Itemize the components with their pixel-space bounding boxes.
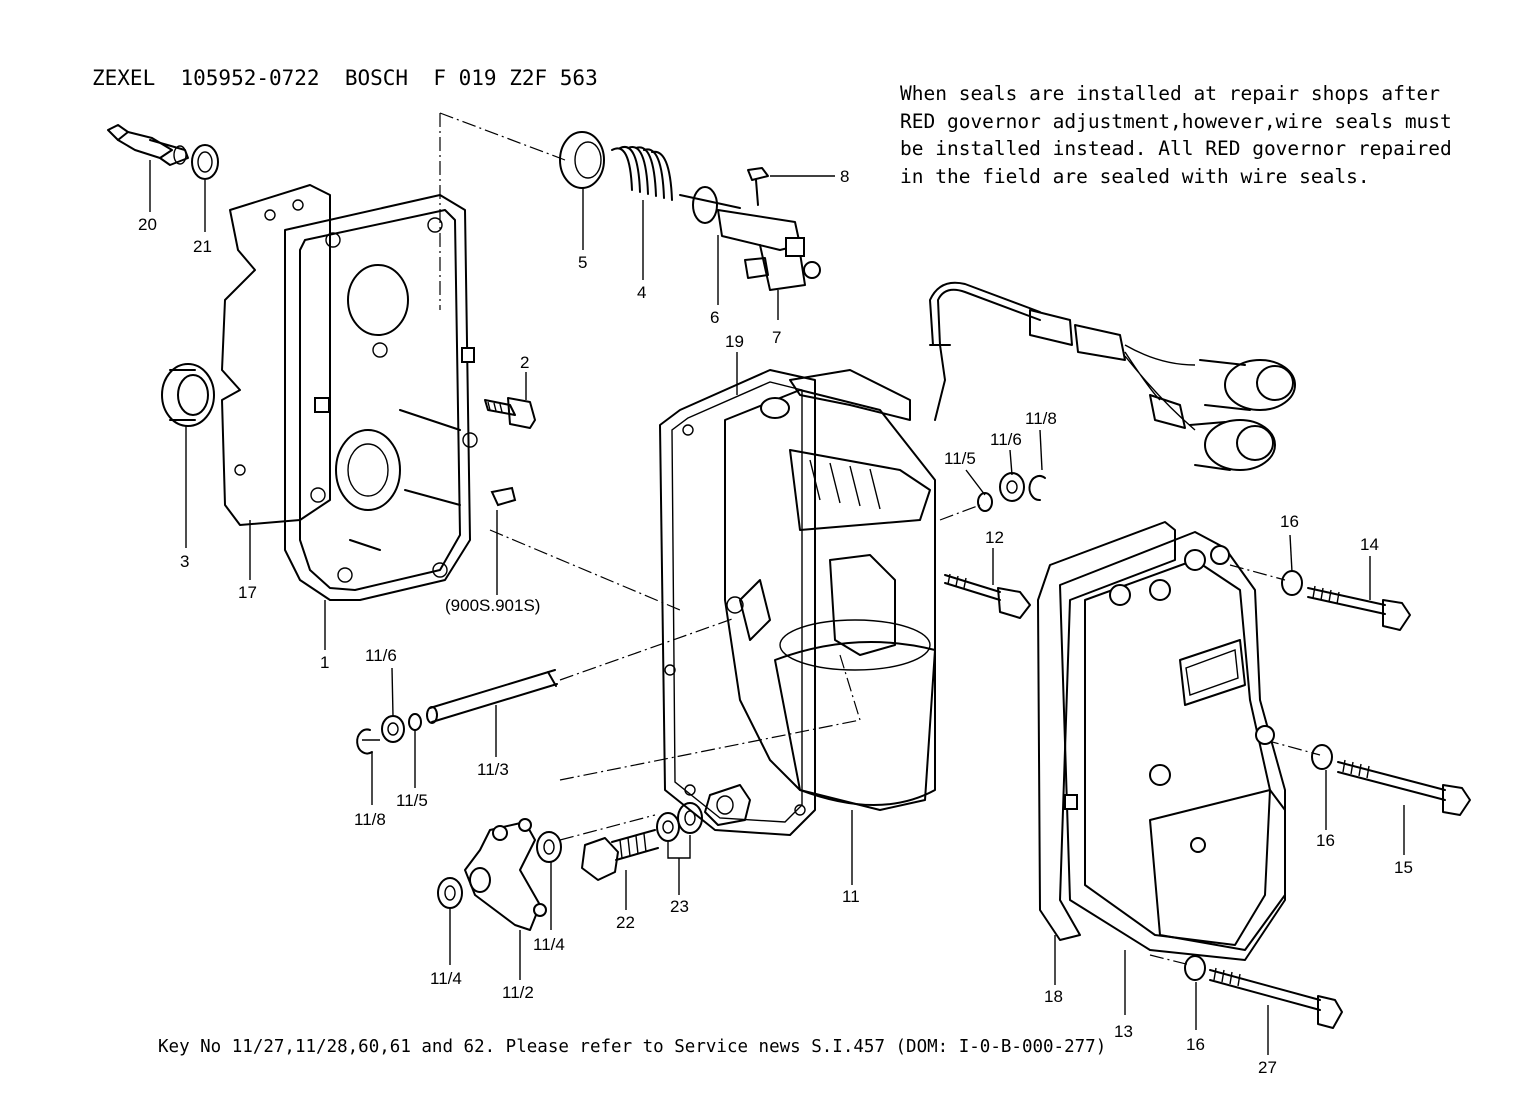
callout-17: 17	[238, 583, 257, 602]
part-27-bolt	[1209, 967, 1343, 1029]
part-11-4-washer-a	[437, 877, 463, 909]
callout-11: 11	[842, 887, 860, 906]
callout-19: 19	[725, 332, 744, 351]
callout-14: 14	[1360, 535, 1379, 554]
part-15-bolt	[1337, 759, 1471, 816]
part-11-actuator	[724, 369, 936, 811]
callout-18: 18	[1044, 987, 1063, 1006]
callout-15: 15	[1394, 858, 1413, 877]
part-7-bracket	[717, 209, 821, 291]
fitting	[704, 784, 751, 826]
part-22-bolt	[581, 829, 659, 881]
callout-16b: 16	[1316, 831, 1335, 850]
part-11-6-washer-a	[999, 472, 1025, 502]
part-20-sensor	[107, 124, 189, 166]
note-line: RED governor adjustment,however,wire sea…	[900, 109, 1452, 133]
footer-note: Key No 11/27,11/28,60,61 and 62. Please …	[158, 1037, 1107, 1057]
part-11-6-washer-b	[381, 715, 405, 743]
part-1-housing	[284, 194, 478, 601]
part-3-seal	[161, 363, 215, 427]
callout-labels: 20 21 5 4 8 6 7 19 2 3 17 1 (900S.901S) …	[138, 167, 1413, 1077]
callout-11-5a: 11/5	[944, 449, 976, 468]
leader-lines	[149, 160, 1405, 1055]
part-11-5-oring-b	[408, 713, 422, 731]
diagram-header: ZEXEL 105952-0722 BOSCH F 019 Z2F 563	[92, 66, 598, 90]
callout-16c: 16	[1186, 1035, 1205, 1054]
callout-27: 27	[1258, 1058, 1277, 1077]
seal-note: When seals are installed at repair shops…	[900, 80, 1500, 190]
callout-6: 6	[710, 308, 719, 327]
callout-5: 5	[578, 253, 587, 272]
note-line: in the field are sealed with wire seals.	[900, 164, 1370, 188]
callout-4: 4	[637, 283, 646, 302]
part-14-bolt	[1307, 585, 1411, 631]
callout-13: 13	[1114, 1022, 1133, 1041]
callout-11-5b: 11/5	[396, 791, 428, 810]
part-11-5-oring-a	[977, 492, 993, 512]
callout-16a: 16	[1280, 512, 1299, 531]
part-2-bolt	[484, 397, 536, 429]
part-16-washer-a	[1281, 570, 1303, 596]
part-19-gasket	[659, 369, 816, 836]
part-6-rod	[679, 186, 741, 224]
callout-8: 8	[840, 167, 849, 186]
callout-20: 20	[138, 215, 157, 234]
part-18-gasket	[1037, 521, 1176, 941]
assembly-lines	[439, 112, 1321, 966]
callout-2: 2	[520, 353, 529, 372]
part-21-ring	[191, 144, 219, 180]
callout-3: 3	[180, 552, 189, 571]
callout-11-4b: 11/4	[533, 935, 565, 954]
callout-11-2: 11/2	[502, 983, 534, 1002]
part-16-washer-b	[1311, 744, 1333, 770]
part-11-8-clip-a	[1028, 475, 1046, 502]
callout-21: 21	[193, 237, 212, 256]
callout-1: 1	[320, 653, 329, 672]
part-5-cap	[559, 131, 605, 189]
part-8-screw	[747, 167, 769, 206]
part-11-2-lever	[464, 818, 547, 931]
callout-11-8a: 11/8	[1025, 409, 1057, 428]
part-11-8-clip-b	[356, 728, 380, 755]
callout-22: 22	[616, 913, 635, 932]
part-16-washer-c	[1184, 955, 1206, 981]
callout-12: 12	[985, 528, 1004, 547]
part-17-gasket	[221, 184, 331, 526]
part-11-3-shaft	[426, 669, 558, 724]
part-23-washers	[656, 802, 703, 842]
key-part	[490, 486, 517, 507]
wire-harness	[929, 281, 1296, 471]
note-line: When seals are installed at repair shops…	[900, 82, 1441, 105]
part-4-spring	[611, 145, 673, 201]
callout-900S: (900S.901S)	[445, 596, 540, 615]
callout-11-6b: 11/6	[365, 646, 397, 665]
callout-23: 23	[670, 897, 689, 916]
callout-11-4a: 11/4	[430, 969, 462, 988]
part-12-bolt	[944, 573, 1031, 619]
part-11-4-washer-b	[536, 831, 562, 863]
callout-11-3: 11/3	[477, 760, 509, 779]
callout-11-8b: 11/8	[354, 810, 386, 829]
callout-11-6a: 11/6	[990, 430, 1022, 449]
callout-7: 7	[772, 328, 781, 347]
part-13-cover	[1059, 531, 1286, 961]
note-line: be installed instead. All RED governor r…	[900, 137, 1452, 160]
